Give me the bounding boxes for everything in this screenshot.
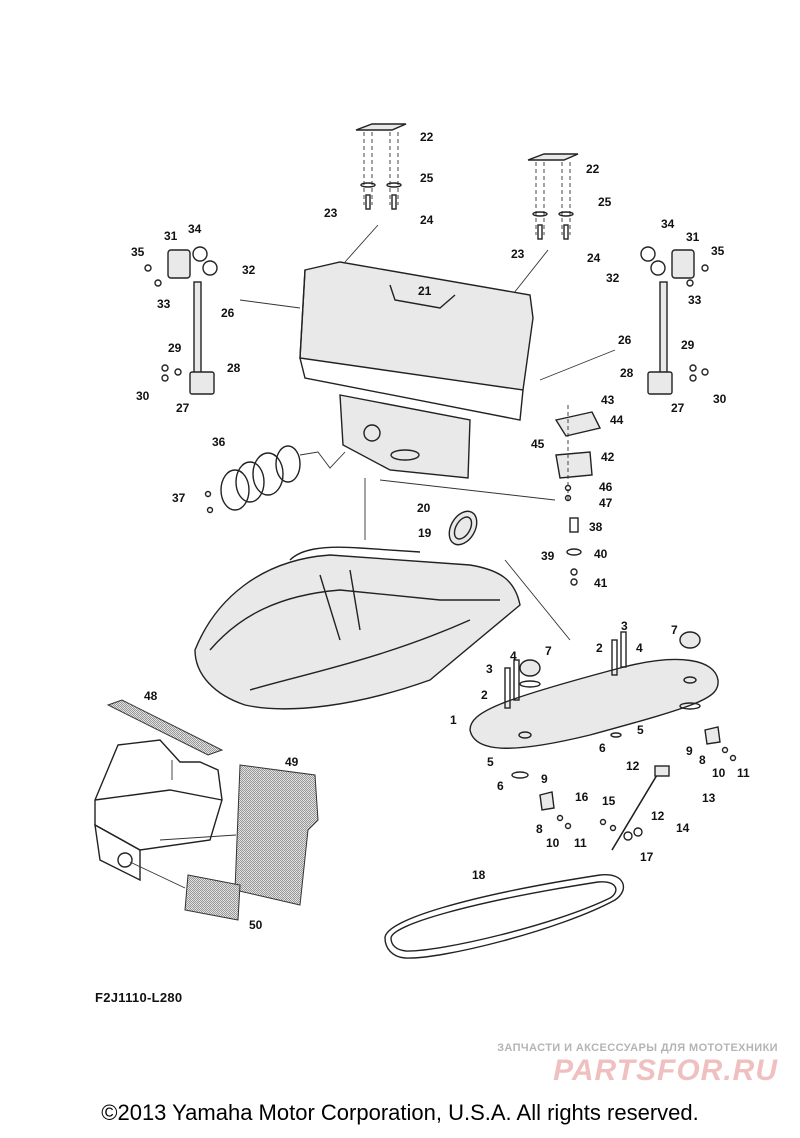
watermark-logo: PARTSFOR.RU (553, 1054, 778, 1087)
callout-27a: 27 (176, 401, 190, 415)
callout-26a: 26 (221, 306, 235, 320)
callout-33b: 33 (688, 293, 702, 307)
callout-31a: 31 (164, 229, 178, 243)
callout-13: 13 (702, 791, 716, 805)
callout-10b: 10 (712, 766, 726, 780)
watermark-subtitle: ЗАПЧАСТИ И АКСЕССУАРЫ ДЛЯ МОТОТЕХНИКИ (497, 1042, 778, 1054)
callout-6b: 6 (599, 741, 606, 755)
deck-fittings (504, 631, 737, 830)
callout-26b: 26 (618, 333, 632, 347)
callout-17: 17 (640, 850, 654, 864)
callout-32b: 32 (606, 271, 620, 285)
storage-tray (94, 699, 319, 921)
hinge-assembly-left (144, 246, 301, 395)
callout-11b: 11 (737, 766, 750, 780)
callout-21: 21 (418, 284, 432, 298)
callout-47: 47 (599, 496, 613, 510)
callout-labels: 1 2 2 3 3 4 4 5 5 6 6 7 7 8 8 9 9 10 10 … (131, 130, 750, 932)
callout-5a: 5 (487, 755, 494, 769)
callout-2a: 2 (481, 688, 488, 702)
callout-41: 41 (594, 576, 608, 590)
callout-36: 36 (212, 435, 226, 449)
callout-4a: 4 (510, 649, 517, 663)
callout-42: 42 (601, 450, 615, 464)
callout-6a: 6 (497, 779, 504, 793)
callout-30b: 30 (713, 392, 727, 406)
callout-12b: 12 (651, 809, 665, 823)
callout-39: 39 (541, 549, 555, 563)
callout-28a: 28 (227, 361, 241, 375)
callout-46: 46 (599, 480, 613, 494)
callout-34a: 34 (188, 222, 202, 236)
copyright-notice: ©2013 Yamaha Motor Corporation, U.S.A. A… (101, 1100, 699, 1125)
latch-assembly (379, 405, 602, 586)
callout-45: 45 (531, 437, 545, 451)
callout-38: 38 (589, 520, 603, 534)
callout-22a: 22 (420, 130, 434, 144)
callout-7b: 7 (671, 623, 678, 637)
callout-5b: 5 (637, 723, 644, 737)
callout-4b: 4 (636, 641, 643, 655)
fastener-stack-right (509, 153, 579, 299)
callout-14: 14 (676, 821, 690, 835)
fastener-stack-left (344, 123, 407, 263)
boat-hull (194, 478, 571, 710)
callout-1: 1 (450, 713, 457, 727)
callout-34b: 34 (661, 217, 675, 231)
callout-29a: 29 (168, 341, 182, 355)
engine-hatch (299, 261, 534, 479)
callout-19: 19 (418, 526, 432, 540)
callout-22b: 22 (586, 162, 600, 176)
callout-3b: 3 (621, 619, 628, 633)
callout-10a: 10 (546, 836, 560, 850)
callout-9b: 9 (686, 744, 693, 758)
callout-11a: 11 (574, 836, 587, 850)
callout-28b: 28 (620, 366, 634, 380)
callout-35a: 35 (131, 245, 145, 259)
callout-43: 43 (601, 393, 615, 407)
callout-27b: 27 (671, 401, 685, 415)
callout-35b: 35 (711, 244, 725, 258)
gas-strut (599, 765, 670, 851)
callout-24b: 24 (587, 251, 601, 265)
ring-plate (448, 510, 478, 546)
callout-30a: 30 (136, 389, 150, 403)
callout-3a: 3 (486, 662, 493, 676)
callout-50: 50 (249, 918, 263, 932)
hinge-assembly-right (539, 246, 709, 395)
callout-23b: 23 (511, 247, 525, 261)
callout-25b: 25 (598, 195, 612, 209)
callout-12a: 12 (626, 759, 640, 773)
parts-diagram: 1 2 2 3 3 4 4 5 5 6 6 7 7 8 8 9 9 10 10 … (94, 123, 750, 959)
drawing-code: F2J1110-L280 (95, 990, 183, 1005)
callout-9a: 9 (541, 772, 548, 786)
callout-37: 37 (172, 491, 186, 505)
vent-assembly (204, 445, 346, 514)
callout-24a: 24 (420, 213, 434, 227)
seal-gasket (384, 874, 625, 959)
callout-18: 18 (472, 868, 486, 882)
callout-25a: 25 (420, 171, 434, 185)
callout-32a: 32 (242, 263, 256, 277)
callout-29b: 29 (681, 338, 695, 352)
callout-8a: 8 (536, 822, 543, 836)
callout-31b: 31 (686, 230, 700, 244)
callout-20: 20 (417, 501, 431, 515)
callout-40: 40 (594, 547, 608, 561)
callout-2b: 2 (596, 641, 603, 655)
callout-44: 44 (610, 413, 624, 427)
callout-7a: 7 (545, 644, 552, 658)
callout-48: 48 (144, 689, 158, 703)
callout-23a: 23 (324, 206, 338, 220)
callout-15: 15 (602, 794, 616, 808)
callout-33a: 33 (157, 297, 171, 311)
callout-49: 49 (285, 755, 299, 769)
callout-8b: 8 (699, 753, 706, 767)
watermark: ЗАПЧАСТИ И АКСЕССУАРЫ ДЛЯ МОТОТЕХНИКИ PA… (497, 1042, 778, 1086)
callout-16: 16 (575, 790, 589, 804)
